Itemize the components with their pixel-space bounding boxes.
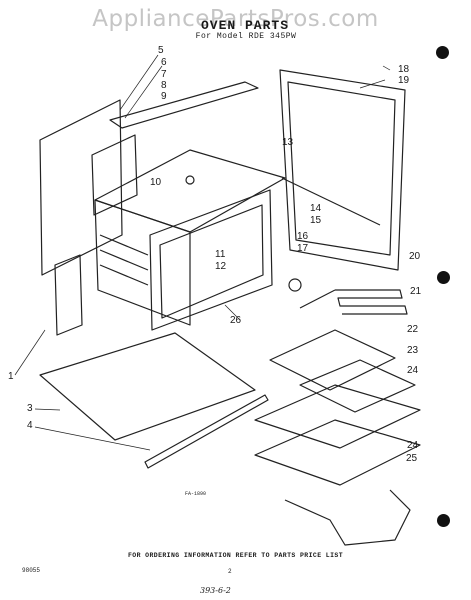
- callout-10: 10: [150, 177, 162, 188]
- callout-15: 15: [310, 215, 322, 226]
- callout-11: 11: [215, 249, 226, 260]
- bake-element: [284, 489, 411, 546]
- ordering-note: FOR ORDERING INFORMATION REFER TO PARTS …: [127, 552, 344, 559]
- oven-rack-lower: [254, 419, 421, 486]
- callout-12: 12: [215, 261, 227, 272]
- model-subtitle: For Model RDE 345PW: [195, 32, 297, 41]
- door-panel: [279, 69, 406, 271]
- figure-id: FA-1890: [185, 491, 207, 497]
- broiler-pan: [299, 359, 416, 413]
- callout-22: 22: [407, 324, 419, 335]
- callout-24: 24: [407, 365, 419, 376]
- back-panel-inner: [91, 134, 138, 216]
- light-socket: [288, 278, 302, 292]
- watermark: AppliancePartsPros.com: [92, 6, 379, 32]
- binder-hole-2: [437, 271, 450, 284]
- callout-5: 5: [158, 45, 164, 56]
- thermostat-bulb: [185, 175, 195, 185]
- back-panel: [39, 99, 123, 276]
- callout-25: 25: [406, 453, 418, 464]
- oven-cavity-front: [149, 189, 273, 331]
- oven-cavity-front-inner: [159, 204, 264, 319]
- callout-20: 20: [409, 251, 421, 262]
- side-bracket: [54, 254, 83, 336]
- callout-19: 19: [398, 75, 410, 86]
- front-trim-strip: [144, 394, 269, 469]
- callout-4: 4: [27, 420, 33, 431]
- diagram-title: OVEN PARTS: [200, 18, 289, 33]
- broiler-grid: [269, 329, 396, 391]
- callout-26: 26: [230, 315, 242, 326]
- callout-14: 14: [310, 203, 322, 214]
- callout-3: 3: [27, 403, 33, 414]
- callout-24b: 24: [407, 440, 419, 451]
- handwritten-note: 393-6-2: [200, 586, 231, 595]
- callout-7: 7: [161, 69, 167, 80]
- callout-13: 13: [282, 137, 294, 148]
- callout-16: 16: [297, 231, 309, 242]
- page-number: 2: [228, 568, 232, 575]
- callout-17: 17: [297, 243, 309, 254]
- callout-9: 9: [161, 91, 167, 102]
- callout-21: 21: [410, 286, 422, 297]
- callout-8: 8: [161, 80, 167, 91]
- oven-rack-upper: [254, 384, 421, 449]
- binder-hole-1: [436, 46, 449, 59]
- binder-hole-3: [437, 514, 450, 527]
- callout-23: 23: [407, 345, 419, 356]
- top-trim: [109, 81, 259, 129]
- broil-element: [299, 289, 408, 315]
- oven-cavity-side: [94, 199, 191, 326]
- door-panel-inner: [287, 81, 396, 256]
- document-code: 98055: [22, 567, 41, 574]
- callout-6: 6: [161, 57, 167, 68]
- bottom-panel: [39, 332, 256, 441]
- callout-1: 1: [8, 371, 14, 382]
- callout-18: 18: [398, 64, 410, 75]
